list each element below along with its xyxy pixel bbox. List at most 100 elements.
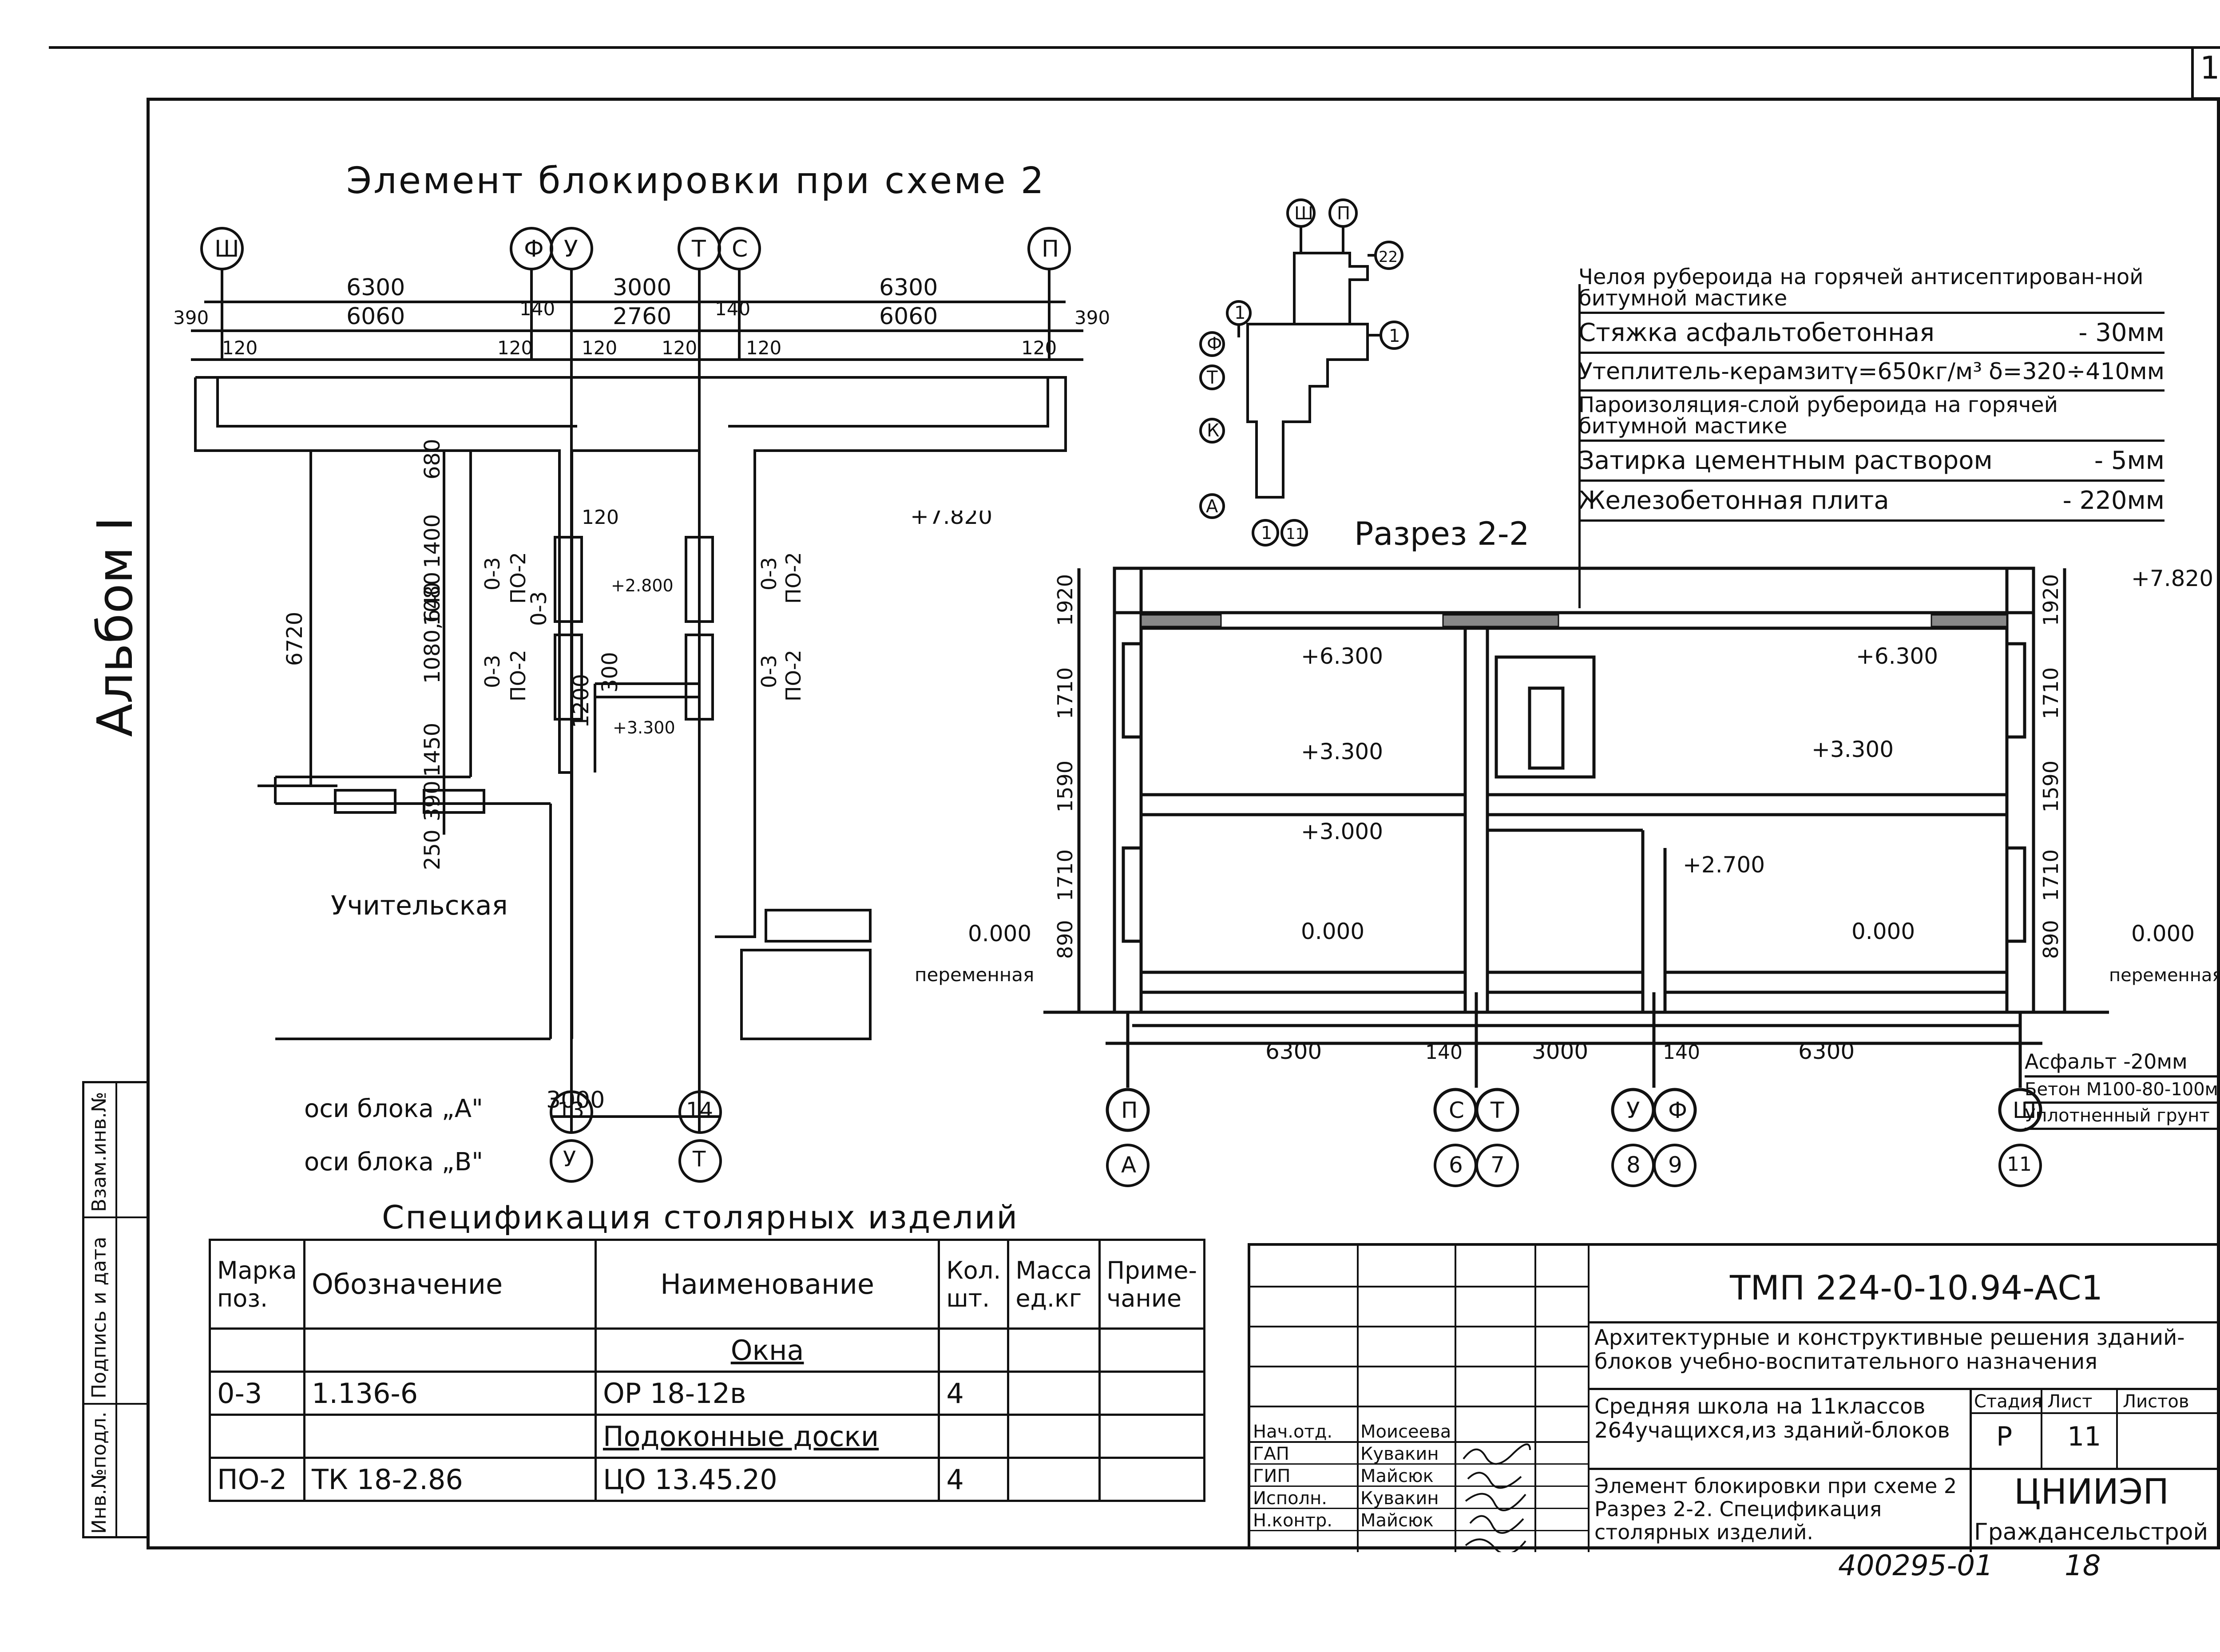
svg-text:+6.300: +6.300 <box>1856 643 1938 669</box>
svg-text:0.000: 0.000 <box>2131 921 2195 947</box>
svg-text:3000: 3000 <box>1532 1038 1588 1064</box>
stage-value: Р <box>1996 1421 2013 1452</box>
role-3: ГИП <box>1253 1466 1291 1486</box>
role-4: Исполн. <box>1253 1488 1327 1509</box>
svg-text:6300: 6300 <box>346 274 405 301</box>
side-stamp-inv: Инв.№подл. <box>88 1411 111 1534</box>
axes-label-b: оси блока „В" <box>304 1148 483 1177</box>
org-name: ЦНИИЭП <box>2014 1472 2169 1512</box>
spec-title: Спецификация столярных изделий <box>382 1199 1019 1236</box>
svg-text:6060: 6060 <box>879 303 938 330</box>
svg-text:А: А <box>1206 496 1218 517</box>
plan-mark-6: ПО-2 <box>781 552 805 604</box>
svg-text:140: 140 <box>1425 1041 1463 1064</box>
top-rule <box>49 46 2220 49</box>
plan-axis-s: С <box>732 236 748 262</box>
plan-mark-5: 0-3 <box>757 557 781 590</box>
svg-text:11: 11 <box>1286 525 1305 543</box>
role-5-name: Майсюк <box>1360 1510 1434 1531</box>
svg-text:6720: 6720 <box>282 612 307 666</box>
section-axis-7: 7 <box>1491 1152 1505 1178</box>
org-sub: Граждансельстрой <box>1974 1519 2208 1545</box>
roof-leader <box>1578 284 1581 608</box>
svg-text:120: 120 <box>497 337 533 359</box>
svg-text:0.000: 0.000 <box>1851 919 1915 944</box>
svg-text:+2.700: +2.700 <box>1683 852 1765 878</box>
plan-title: Элемент блокировки при схеме 2 <box>346 160 1046 202</box>
roof-layers: Челоя рубероида на горячей антисептирова… <box>1578 266 2164 522</box>
spec-row: ПО-2 ТК 18-2.86 ЦО 13.45.20 4 <box>209 1457 1206 1502</box>
svg-text:П: П <box>1337 203 1350 224</box>
role-5: Н.контр. <box>1253 1510 1332 1531</box>
section-drawing: +7.820 +6.300 +3.300 +3.000 0.000 0.000 … <box>910 511 2220 1132</box>
spec-h-mark: Марка поз. <box>209 1239 305 1330</box>
role-2-name: Кувакин <box>1360 1444 1439 1464</box>
svg-text:1400: 1400 <box>420 514 445 568</box>
role-4-name: Кувакин <box>1360 1488 1439 1509</box>
svg-text:1710: 1710 <box>1053 667 1077 719</box>
object-title: Средняя школа на 11классов 264учащихся,и… <box>1594 1394 1950 1443</box>
svg-text:140: 140 <box>519 298 555 320</box>
role-2: ГАП <box>1253 1444 1289 1464</box>
svg-text:У: У <box>1626 1097 1640 1123</box>
plan-axis-T: Т <box>693 1147 706 1172</box>
title-block: ТМП 224-0-10.94-АС1 Архитектурные и конс… <box>1248 1243 2220 1552</box>
svg-text:1: 1 <box>1389 326 1400 346</box>
pavement-layer-1: Асфальт -20мм <box>2025 1048 2220 1078</box>
footer-number: 400295-01 <box>1838 1549 1993 1582</box>
spec-h-mass: Масса ед.кг <box>1007 1239 1101 1330</box>
spec-group-windows-label: Окна <box>594 1327 940 1373</box>
svg-text:Т: Т <box>1490 1097 1504 1123</box>
svg-text:140: 140 <box>715 298 750 320</box>
spec-h-code: Обозначение <box>303 1239 597 1330</box>
svg-text:120: 120 <box>222 337 258 359</box>
roof-layer-1: Челоя рубероида на горячей антисептирова… <box>1578 266 2164 314</box>
section-axis-6: 6 <box>1449 1152 1463 1178</box>
svg-text:2760: 2760 <box>613 303 671 330</box>
sheet-frame <box>147 98 2220 1549</box>
role-3-name: Майсюк <box>1360 1466 1434 1486</box>
spec-header-row: Марка поз. Обозначение Наименование Кол.… <box>209 1239 1206 1330</box>
spec-row: 0-3 1.136-6 ОР 18-12в 4 <box>209 1371 1206 1416</box>
svg-text:390: 390 <box>173 307 209 329</box>
plan-axis-t: Т <box>691 236 706 262</box>
sheet-title: Элемент блокировки при схеме 2 Разрез 2-… <box>1594 1474 1957 1544</box>
svg-text:22: 22 <box>1379 248 1398 266</box>
svg-text:+2.800: +2.800 <box>611 576 674 595</box>
svg-text:Ф: Ф <box>1668 1097 1687 1123</box>
svg-text:3000: 3000 <box>613 274 671 301</box>
plan-mark-8: ПО-2 <box>781 650 805 701</box>
plan-room-label: Учительская <box>331 890 508 921</box>
footer-page: 18 <box>2065 1549 2101 1582</box>
svg-text:120: 120 <box>582 506 619 529</box>
plan-axis-u: У <box>564 236 578 262</box>
plan-bottom-axes <box>550 1090 722 1183</box>
section-axis-P: П <box>1121 1097 1138 1123</box>
plan-mark-2: ПО-2 <box>506 552 530 604</box>
svg-text:890: 890 <box>2039 920 2063 959</box>
svg-text:+3.000: +3.000 <box>1301 819 1383 844</box>
section-axis-11: 11 <box>2007 1153 2032 1176</box>
svg-text:250: 250 <box>420 829 445 870</box>
svg-text:переменная: переменная <box>915 964 1034 986</box>
svg-text:+6.300: +6.300 <box>1301 643 1383 669</box>
svg-text:Т: Т <box>1206 368 1218 388</box>
svg-text:1920: 1920 <box>1053 574 1077 626</box>
side-stamp-sign: Подпись и дата <box>88 1236 111 1398</box>
axes-label-a: оси блока „А" <box>304 1094 483 1123</box>
svg-text:1590: 1590 <box>1053 761 1077 812</box>
svg-text:120: 120 <box>746 337 781 359</box>
plan-mark-1: 0-3 <box>480 557 504 590</box>
svg-text:140: 140 <box>1663 1041 1700 1064</box>
section-axis-8: 8 <box>1626 1152 1641 1178</box>
plan-axis-f: Ф <box>524 236 544 262</box>
roof-layer-5: Затирка цементным раствором- 5мм <box>1578 442 2164 482</box>
svg-text:120: 120 <box>1021 337 1057 359</box>
pavement-legend: Асфальт -20мм Бетон М100-80-100мм Уплотн… <box>2025 1048 2220 1130</box>
svg-text:680: 680 <box>420 439 445 479</box>
spec-table: Марка поз. Обозначение Наименование Кол.… <box>209 1239 1206 1502</box>
svg-text:120: 120 <box>582 337 617 359</box>
svg-text:390: 390 <box>420 780 445 821</box>
plan-mark-7: 0-3 <box>757 654 781 688</box>
